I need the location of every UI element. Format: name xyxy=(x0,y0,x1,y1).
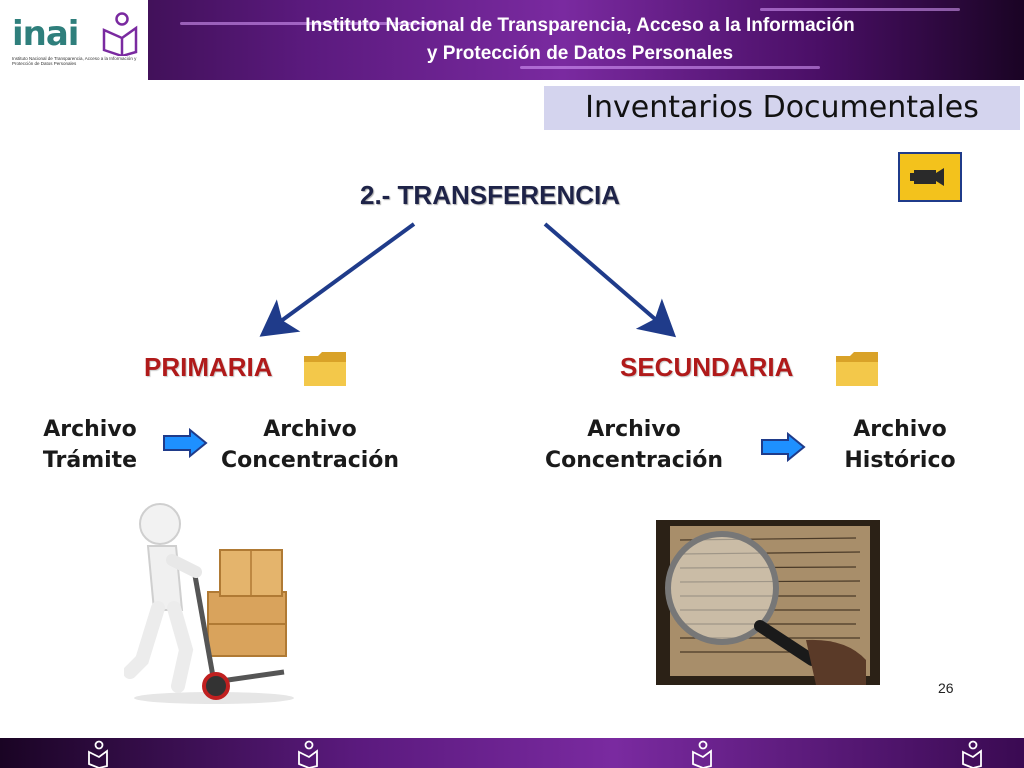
footer-banner xyxy=(0,738,1024,768)
institution-title: Instituto Nacional de Transparencia, Acc… xyxy=(160,12,1000,68)
logo-subtitle: Instituto Nacional de Transparencia, Acc… xyxy=(12,56,137,66)
person-book-icon xyxy=(298,740,318,768)
arrow-to-secondary xyxy=(543,222,677,338)
header-streak xyxy=(180,22,440,25)
header-streak xyxy=(760,8,960,11)
archive-label: Archivo xyxy=(853,417,947,442)
archive-concentracion: Archivo Concentración xyxy=(534,414,734,476)
transfer-heading: 2.- TRANSFERENCIA xyxy=(359,180,620,210)
right-arrow-icon xyxy=(163,428,208,458)
header-banner: inai Instituto Nacional de Transparencia… xyxy=(0,0,1024,80)
secondary-label: SECUNDARIA xyxy=(620,352,794,382)
archive-type: Trámite xyxy=(42,448,138,473)
video-camera-icon xyxy=(910,168,944,186)
archive-label: Archivo xyxy=(263,417,357,442)
archive-label: Archivo xyxy=(587,417,681,442)
page-number: 26 xyxy=(938,680,954,696)
person-book-icon xyxy=(692,740,712,768)
archive-label: Archivo xyxy=(43,417,137,442)
video-button[interactable] xyxy=(898,152,962,202)
section-title: Inventarios Documentales xyxy=(544,86,1020,130)
folder-icon[interactable] xyxy=(834,350,880,388)
manuscript-magnifier-illustration xyxy=(656,520,880,685)
archive-type: Concentración xyxy=(220,448,400,473)
institution-title-line1: Instituto Nacional de Transparencia, Acc… xyxy=(305,15,855,36)
person-book-icon xyxy=(102,12,138,56)
folder-icon[interactable] xyxy=(302,350,348,388)
archive-concentracion: Archivo Concentración xyxy=(210,414,410,476)
header-streak xyxy=(520,66,820,69)
archive-type: Histórico xyxy=(844,448,956,473)
institution-title-line2: y Protección de Datos Personales xyxy=(426,43,734,64)
archive-tramite: Archivo Trámite xyxy=(30,414,150,476)
inai-logo: inai Instituto Nacional de Transparencia… xyxy=(0,0,148,80)
archive-type: Concentración xyxy=(544,448,724,473)
person-book-icon xyxy=(962,740,982,768)
hand-truck-illustration xyxy=(124,503,294,704)
primary-label: PRIMARIA xyxy=(144,352,273,382)
logo-wordmark: inai xyxy=(12,14,79,54)
person-book-icon xyxy=(88,740,108,768)
right-arrow-icon xyxy=(761,432,806,462)
archive-historico: Archivo Histórico xyxy=(830,414,970,476)
arrow-to-primary xyxy=(259,222,416,337)
